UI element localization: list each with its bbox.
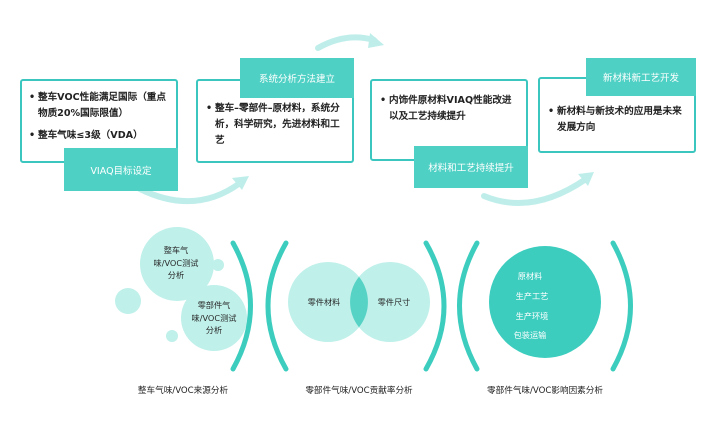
tag-viaq-target: VIAQ目标设定: [64, 148, 178, 191]
factor-item-3: 生产环境: [515, 311, 549, 321]
source-circle-1-label: 整车气味/VOC测试分析: [153, 245, 199, 280]
flow-arrow-1: [137, 180, 243, 205]
source-circle-1: [140, 227, 214, 301]
bracket-1: [230, 240, 253, 372]
flow-arrowhead-2: [368, 33, 384, 48]
decor-circle-small-2: [166, 330, 178, 342]
flow-arrowhead-1: [232, 176, 249, 190]
factor-item-2: 生产工艺: [515, 291, 549, 301]
box1-bullet-1: 整车VOC性能满足国际（重点物质20%国际限值）: [29, 90, 168, 122]
bracket-5: [610, 240, 633, 372]
factor-item-4: 包装运输: [513, 330, 547, 340]
decor-circle-small-1: [212, 259, 224, 271]
box4-bullet-1: 新材料与新技术的应用是未来发展方向: [548, 104, 686, 136]
factors-circle: [489, 246, 601, 358]
box3-bullet-1: 内饰件原材料VIAQ性能改进以及工艺持续提升: [380, 93, 518, 125]
source-circle-2: [181, 285, 247, 351]
venn-left-label: 零件材料: [307, 297, 341, 307]
venn-overlap: [350, 276, 368, 328]
box2-bullet-1: 整车–零部件–原材料，系统分析，科学研究，先进材料和工艺: [206, 101, 344, 149]
flow-arrowhead-3: [578, 172, 594, 186]
bracket-3: [423, 240, 447, 372]
box1-bullet-2: 整车气味≤3级（VDA）: [29, 128, 168, 144]
flow-arrow-3: [481, 176, 589, 207]
flow-arrow-2: [315, 34, 377, 51]
venn-circle-right: [350, 262, 430, 342]
bracket-4: [457, 240, 480, 372]
tag-new-materials: 新材料新工艺开发: [586, 58, 696, 96]
tag-system-analysis: 系统分析方法建立: [240, 58, 354, 98]
caption-source-analysis: 整车气味/VOC来源分析: [137, 386, 229, 396]
tag-material-process: 材料和工艺持续提升: [414, 146, 528, 188]
caption-contribution-analysis: 零部件气味/VOC贡献率分析: [305, 386, 413, 396]
source-circle-2-label: 零部件气味/VOC测试分析: [191, 300, 237, 335]
decor-circle-large: [115, 288, 141, 314]
caption-factor-analysis: 零部件气味/VOC影响因素分析: [487, 386, 603, 396]
venn-circle-left: [288, 262, 368, 342]
factor-item-1: 原材料: [517, 271, 543, 281]
bracket-2: [265, 240, 289, 372]
venn-right-label: 零件尺寸: [377, 297, 411, 307]
